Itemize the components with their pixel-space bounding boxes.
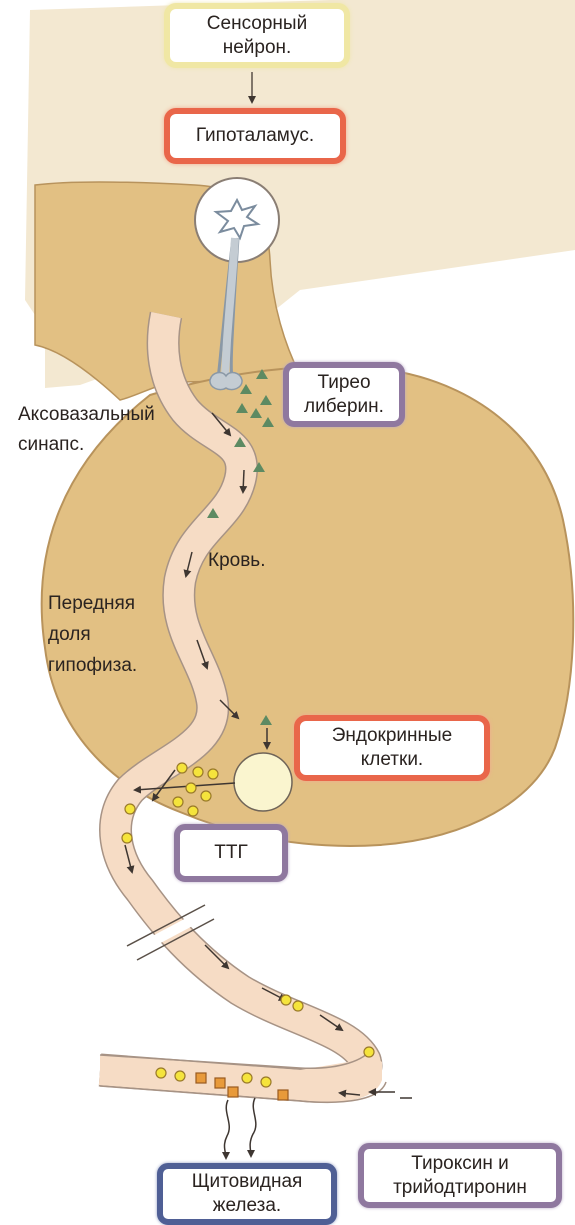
thyroid-arrow-1 [224, 1100, 229, 1158]
hormone-particle [196, 1073, 206, 1083]
hormone-particle [228, 1087, 238, 1097]
thyroliberin-box: Тирео либерин. [283, 362, 405, 427]
axon-terminal [210, 373, 242, 390]
anterior-pituitary-label: Передняя доля гипофиза. [48, 588, 137, 681]
ttg-particle [188, 806, 198, 816]
ttg-particle [364, 1047, 374, 1057]
ttg-particle [125, 804, 135, 814]
axovasal-synapse-label: Аксовазальный синапс. [18, 400, 155, 460]
ttg-particle [177, 763, 187, 773]
ttg-particle [293, 1001, 303, 1011]
thyroid-box: Щитовидная железа. [157, 1163, 337, 1225]
hormone-particle [215, 1078, 225, 1088]
sensory-neuron-box: Сенсорный нейрон. [164, 3, 350, 68]
ttg-particle [156, 1068, 166, 1078]
ttg-particle [261, 1077, 271, 1087]
blood-label: Кровь. [208, 546, 265, 576]
ttg-particle [242, 1073, 252, 1083]
ttg-box: ТТГ [174, 824, 288, 882]
ttg-particle [281, 995, 291, 1005]
endocrine-cells-box: Эндокринные клетки. [294, 715, 490, 781]
ttg-particle [186, 783, 196, 793]
endocrine-cell [234, 753, 292, 811]
thyroid-arrow-2 [250, 1098, 256, 1156]
ttg-particle [208, 769, 218, 779]
ttg-particle [193, 767, 203, 777]
hypothalamus-box: Гипоталамус. [164, 108, 346, 164]
ttg-particle [175, 1071, 185, 1081]
flow-arrow [243, 470, 244, 492]
blood-vessel-end [100, 1056, 382, 1102]
ttg-particle [122, 833, 132, 843]
thyroxine-box: Тироксин и трийодтиронин [358, 1143, 562, 1208]
hormone-particle [278, 1090, 288, 1100]
ttg-particle [173, 797, 183, 807]
ttg-particle [201, 791, 211, 801]
